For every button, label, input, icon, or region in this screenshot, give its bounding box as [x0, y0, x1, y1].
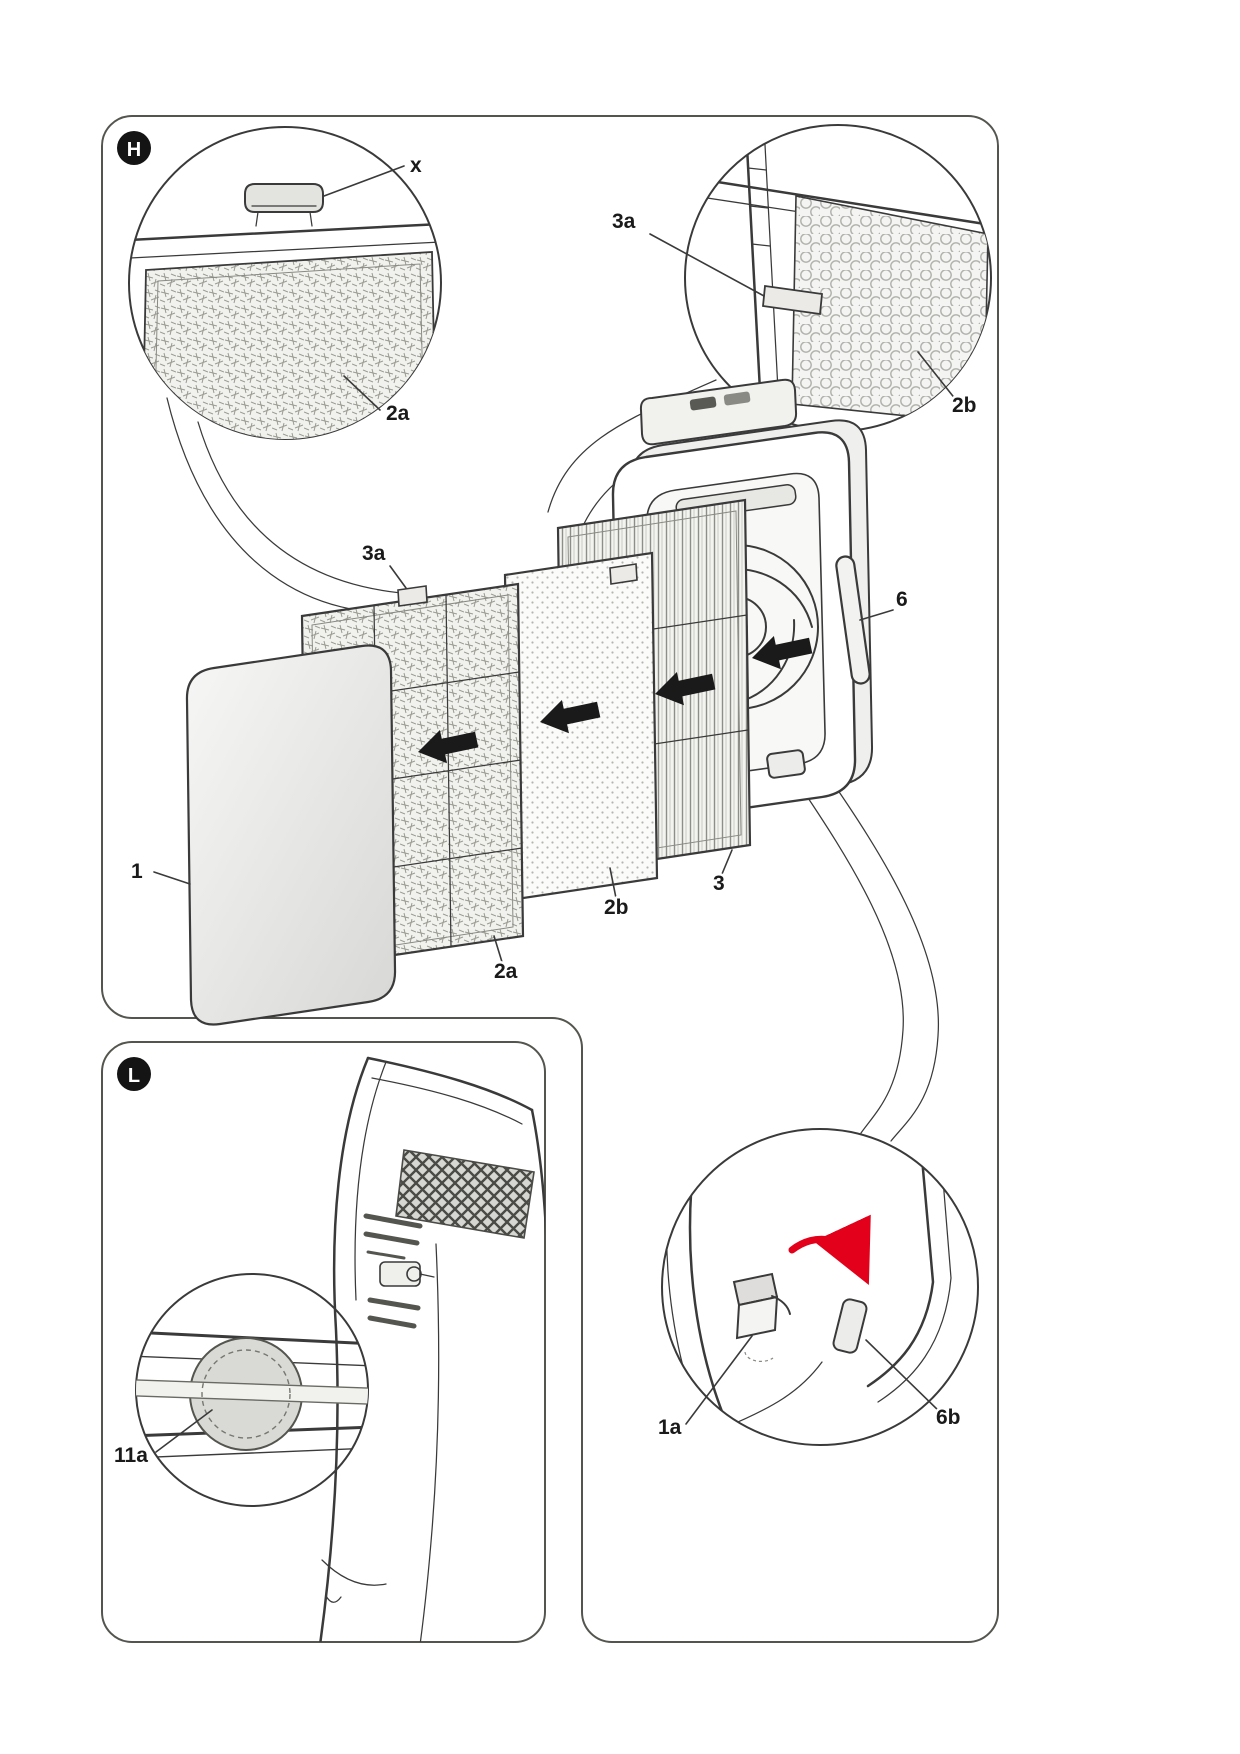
frame-inner-line	[129, 241, 441, 259]
panel-h: H x 2a	[101, 115, 999, 1643]
device-right-edge	[530, 1108, 545, 1312]
device-front-edge	[419, 1243, 440, 1642]
leader-inset-mesh	[343, 375, 381, 411]
label-main-unit: 6	[896, 588, 908, 611]
detail-circle-drawing	[666, 1150, 952, 1445]
panel-l-badge-circle	[117, 1057, 151, 1091]
control-panel-body	[639, 378, 798, 446]
leader-cover	[153, 871, 191, 885]
vent-slats-lower	[367, 1297, 421, 1329]
label-clip-1a: 1a	[658, 1416, 682, 1439]
rotate-arrow-icon	[788, 1214, 871, 1286]
latch-pin	[419, 1273, 435, 1278]
port-dashed-outline	[201, 1349, 291, 1439]
panel-h-badge-label: H	[127, 139, 141, 161]
frame-top-line	[129, 222, 441, 242]
clip-x-detail	[251, 205, 317, 227]
connector-unit-detail-1	[795, 779, 904, 1134]
grille-weave	[395, 1149, 535, 1239]
panel-l-badge: L	[117, 1057, 151, 1091]
unit-wall-2	[877, 1154, 952, 1403]
leader-mesh	[493, 935, 503, 963]
device-top-inner	[371, 1077, 523, 1125]
tab-3a-shape	[762, 284, 823, 316]
latch-detail	[379, 1261, 421, 1287]
leader-carbon	[609, 867, 617, 899]
clip-dashed-guide	[744, 1351, 774, 1362]
base-curve	[723, 1361, 823, 1429]
control-button-icon	[689, 396, 717, 411]
unit-corner-pillar-2	[763, 125, 781, 429]
label-mesh-tab: 3a	[362, 542, 386, 565]
unit-corner-pillar-1	[744, 126, 764, 430]
leader-tab-3a	[649, 233, 765, 297]
panel-h-badge-circle	[117, 131, 151, 165]
vent-slats	[363, 1213, 423, 1246]
leader-port	[155, 1409, 213, 1453]
cable-notch	[325, 1595, 342, 1603]
label-hepa: 3	[713, 872, 725, 895]
panel-h-badge: H	[117, 131, 151, 165]
display-window-icon	[723, 391, 751, 406]
exploded-view: 6 3 2b	[129, 378, 910, 1026]
front-cover: 1	[129, 644, 397, 1026]
label-port: 11a	[114, 1444, 148, 1467]
detail-clip-circle: 1a 6b	[656, 1128, 979, 1446]
leader-slot-6b	[865, 1339, 943, 1415]
leader-honeycomb	[917, 351, 957, 401]
leader-clip-x	[323, 165, 405, 197]
carbon-filter: 2b	[503, 551, 659, 922]
clip-1a-front	[735, 1295, 779, 1340]
leader-clip-1a	[685, 1335, 753, 1425]
inset-top-left: x 2a	[128, 126, 442, 440]
vent-slat-small	[366, 1250, 406, 1260]
detail-circle-outline	[661, 1128, 979, 1446]
leader-mesh-tab	[389, 565, 407, 589]
label-tab-3a: 3a	[612, 210, 636, 233]
front-cover-face	[185, 644, 397, 1026]
pillar-rungs	[747, 167, 771, 247]
label-carbon: 2b	[604, 896, 629, 919]
panel-l: L	[101, 1041, 546, 1643]
unit-wall-1	[866, 1156, 935, 1388]
label-honeycomb: 2b	[952, 394, 977, 417]
label-inset-mesh: 2a	[386, 402, 410, 425]
device-left-inner	[354, 1061, 387, 1301]
inset-top-right: 3a 2b	[610, 124, 992, 432]
unit-corner-top-edge	[690, 176, 987, 226]
label-mesh: 2a	[494, 960, 518, 983]
inset-top-right-drawing	[690, 125, 989, 430]
base-detail-curve	[321, 1559, 387, 1586]
unit-control-panel	[639, 378, 798, 446]
label-cover: 1	[131, 860, 143, 883]
unit-bottom-clip	[766, 749, 806, 779]
device-left-edge	[318, 1056, 370, 1642]
slot-6b-shape	[832, 1298, 868, 1354]
inset-port-drawing	[136, 1330, 368, 1459]
inset-port: 11a	[112, 1273, 369, 1507]
leader-main-unit	[859, 609, 894, 621]
clip-hook	[771, 1295, 791, 1315]
clip-x-shape	[244, 183, 324, 213]
leader-hepa	[721, 849, 733, 875]
label-clip-x: x	[410, 154, 422, 177]
carbon-filter-face	[503, 551, 659, 902]
mesh-tab-shape	[397, 585, 428, 607]
panel-l-drawing	[318, 1056, 545, 1642]
device-top-edge	[366, 1056, 534, 1112]
connector-unit-detail-2	[823, 769, 940, 1142]
label-slot-6b: 6b	[936, 1406, 961, 1429]
panel-l-badge-label: L	[128, 1065, 140, 1087]
connector-top-left-1	[197, 421, 415, 595]
inset-top-left-drawing	[129, 183, 441, 439]
carbon-filter-tab	[609, 563, 638, 585]
port-crossbar	[136, 1378, 368, 1406]
